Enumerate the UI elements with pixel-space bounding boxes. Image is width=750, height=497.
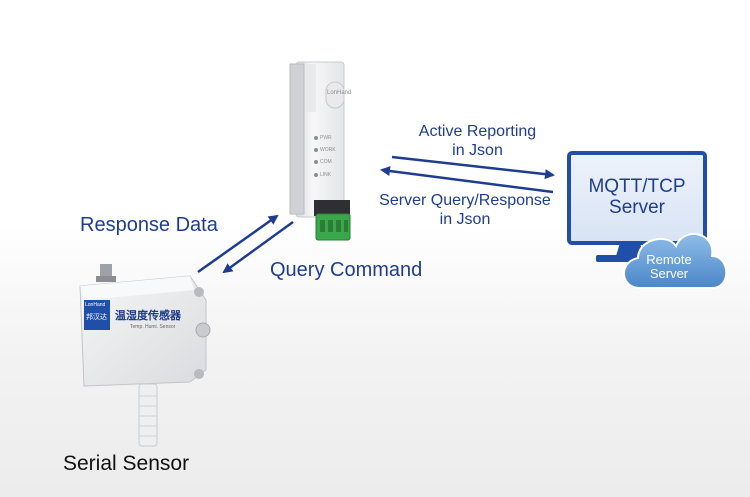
monitor-label-line1: MQTT/TCP xyxy=(588,176,686,197)
label-query-command: Query Command xyxy=(270,259,423,281)
monitor-label: MQTT/TCP Server xyxy=(577,176,697,218)
arrow-active-reporting xyxy=(391,155,555,180)
green-terminal xyxy=(315,213,351,241)
label-server-query-line1: Server Query/Response xyxy=(379,192,551,209)
led-label-link: LINK xyxy=(320,172,332,178)
monitor-icon xyxy=(567,151,707,262)
sensor-brand: LonHand xyxy=(85,302,106,308)
sensor-subtitle: Temp. Humi. Sensor xyxy=(130,324,176,330)
led-label-com: COM xyxy=(320,159,332,165)
arrow-query-command xyxy=(222,220,294,274)
sensor-title-cn: 温湿度传感器 xyxy=(115,310,181,322)
sensor-device xyxy=(79,264,211,447)
label-server-query: Server Query/Response in Json xyxy=(365,191,565,229)
label-server-query-line2: in Json xyxy=(439,211,491,228)
label-active-reporting-line2: in Json xyxy=(452,142,503,159)
label-response-data: Response Data xyxy=(80,214,218,236)
gateway-device xyxy=(289,61,351,241)
sensor-brand-cn: 邦汉达 xyxy=(86,314,107,321)
label-active-reporting: Active Reporting in Json xyxy=(405,122,550,160)
label-active-reporting-line1: Active Reporting xyxy=(418,123,537,140)
cloud-label-line1: Remote xyxy=(646,252,692,267)
cloud-label-line2: Server xyxy=(649,266,689,281)
led-label-pwr: PWR xyxy=(320,135,332,141)
arrow-response-data xyxy=(197,214,279,274)
gateway-brand: LonHand xyxy=(327,90,352,96)
label-serial-sensor: Serial Sensor xyxy=(63,452,190,475)
monitor-label-line2: Server xyxy=(609,197,665,218)
gateway-leds xyxy=(314,136,318,177)
arrow-server-query xyxy=(380,166,554,194)
cloud-label: Remote Server xyxy=(634,253,704,281)
cloud-icon xyxy=(623,233,728,289)
led-label-work: WORK xyxy=(320,147,336,153)
